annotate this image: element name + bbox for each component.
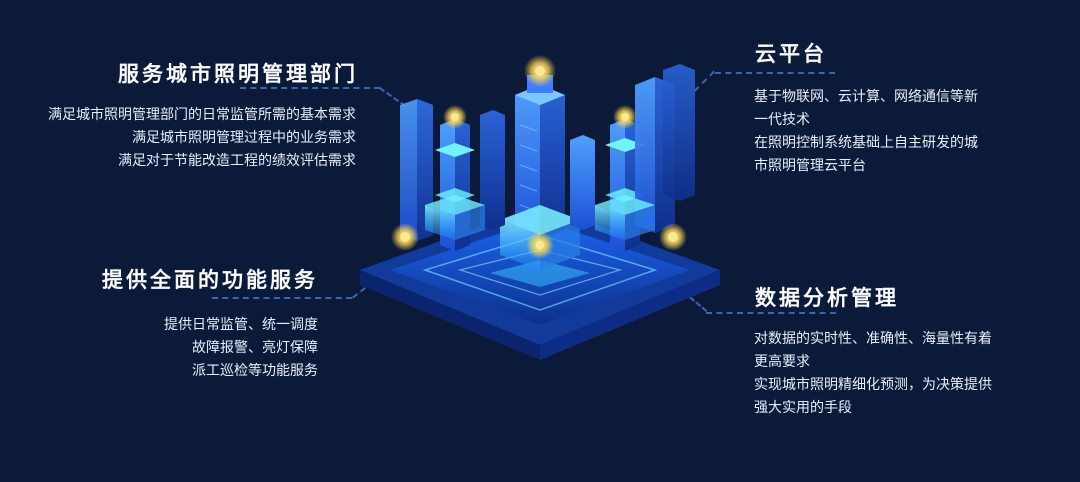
section-lines: 基于物联网、云计算、网络通信等新 一代技术 在照明控制系统基础上自主研发的城 市… [754, 86, 978, 178]
left-buildings [391, 99, 505, 251]
section-line: 派工巡检等功能服务 [192, 363, 318, 379]
section-title: 服务城市照明管理部门 [118, 62, 358, 86]
section-lighting-dept: 服务城市照明管理部门 [118, 58, 358, 88]
connector-line [212, 297, 352, 299]
section-line: 在照明控制系统基础上自主研发的城 [754, 135, 978, 151]
section-line: 一代技术 [754, 112, 810, 128]
smart-city-platform-illustration [360, 55, 720, 360]
section-line: 提供日常监管、统一调度 [164, 317, 318, 333]
connector-line [715, 72, 835, 74]
section-data-analysis: 数据分析管理 [755, 282, 899, 312]
section-functions: 提供全面的功能服务 [102, 264, 318, 294]
section-title: 数据分析管理 [755, 286, 899, 310]
section-line: 满足对于节能改造工程的绩效评估需求 [118, 153, 356, 169]
section-title: 提供全面的功能服务 [102, 268, 318, 292]
central-tower [515, 55, 565, 240]
section-line: 满足城市照明管理部门的日常监管所需的基本需求 [48, 107, 356, 123]
section-lines: 满足城市照明管理部门的日常监管所需的基本需求 满足城市照明管理过程中的业务需求 … [48, 104, 356, 173]
connector-line [240, 87, 380, 89]
section-line: 满足城市照明管理过程中的业务需求 [132, 130, 356, 146]
central-cube [500, 205, 580, 270]
section-line: 强大实用的手段 [754, 400, 852, 416]
section-line: 对数据的实时性、准确性、海量性有着 [754, 331, 992, 347]
section-line: 市照明管理云平台 [754, 158, 866, 174]
section-lines: 提供日常监管、统一调度 故障报警、亮灯保障 派工巡检等功能服务 [164, 314, 318, 383]
section-lines: 对数据的实时性、准确性、海量性有着 更高要求 实现城市照明精细化预测，为决策提供… [754, 328, 992, 420]
right-buildings [570, 64, 695, 251]
section-line: 更高要求 [754, 354, 810, 370]
section-line: 故障报警、亮灯保障 [192, 340, 318, 356]
section-line: 基于物联网、云计算、网络通信等新 [754, 89, 978, 105]
section-cloud-platform: 云平台 [755, 38, 827, 68]
section-line: 实现城市照明精细化预测，为决策提供 [754, 377, 992, 393]
connector-line [706, 312, 836, 314]
section-title: 云平台 [755, 42, 827, 66]
